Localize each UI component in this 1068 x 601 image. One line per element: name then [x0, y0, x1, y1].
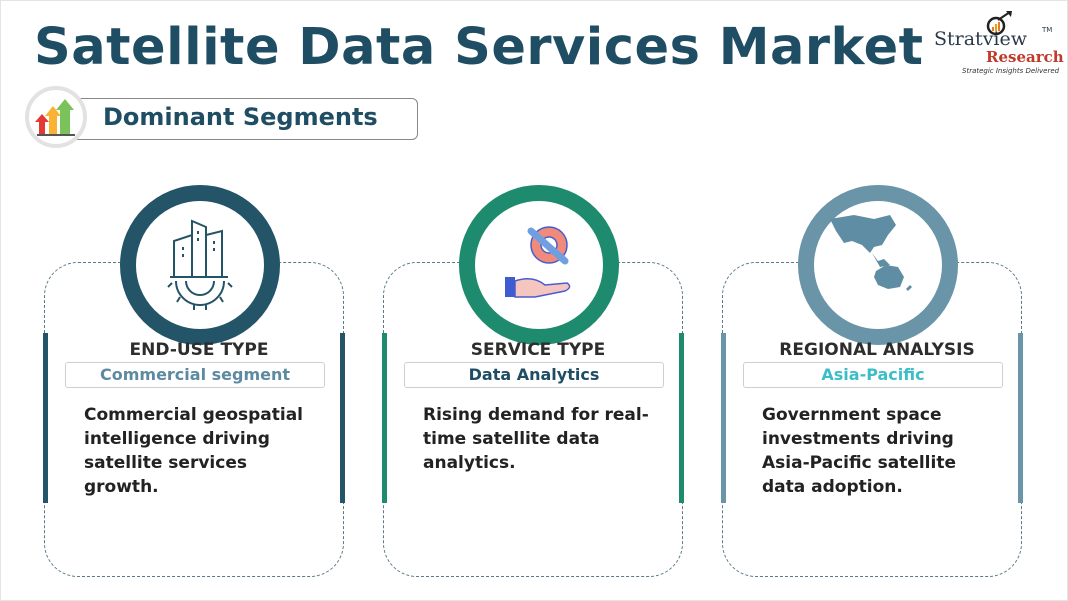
- magnifier-chart-icon: [986, 11, 1012, 36]
- card-segment: Commercial segment: [65, 362, 325, 388]
- card-description: Government space investments driving Asi…: [762, 405, 956, 497]
- card-title: END-USE TYPE: [129, 340, 269, 360]
- buildings-gear-icon: [120, 185, 280, 345]
- logo-tagline: Strategic Insights Delivered: [962, 67, 1060, 75]
- card-accent-bar: [1018, 333, 1023, 503]
- card-segment: Asia-Pacific: [743, 362, 1003, 388]
- card-accent-bar: [721, 333, 726, 503]
- card-accent-bar: [382, 333, 387, 503]
- card-description: Commercial geospatial intelligence drivi…: [84, 405, 304, 497]
- rising-arrows-icon: [25, 86, 87, 148]
- logo-trademark: TM: [1042, 26, 1053, 34]
- logo-brand: Stratview: [934, 28, 1028, 50]
- page-title: Satellite Data Services Market: [34, 18, 924, 77]
- logo-sub: Research: [986, 48, 1064, 66]
- asia-pacific-map-icon: [798, 185, 958, 345]
- card-title: REGIONAL ANALYSIS: [779, 340, 975, 360]
- segment-card-regional: REGIONAL ANALYSIS Asia-Pacific Governmen…: [721, 185, 1023, 577]
- card-description: Rising demand for real-time satellite da…: [423, 405, 649, 473]
- segment-card-service-type: SERVICE TYPE Data Analytics Rising deman…: [382, 185, 684, 577]
- card-segment: Data Analytics: [404, 362, 664, 388]
- card-accent-bar: [340, 333, 345, 503]
- card-title: SERVICE TYPE: [470, 340, 606, 360]
- section-label: Dominant Segments: [103, 103, 378, 131]
- hand-wrench-gear-icon: [459, 185, 619, 345]
- card-accent-bar: [679, 333, 684, 503]
- stratview-logo: Stratview TM Research Strategic Insights…: [934, 6, 1064, 76]
- segment-card-end-use: END-USE TYPE Commercial segment Commerci…: [43, 185, 345, 577]
- card-accent-bar: [43, 333, 48, 503]
